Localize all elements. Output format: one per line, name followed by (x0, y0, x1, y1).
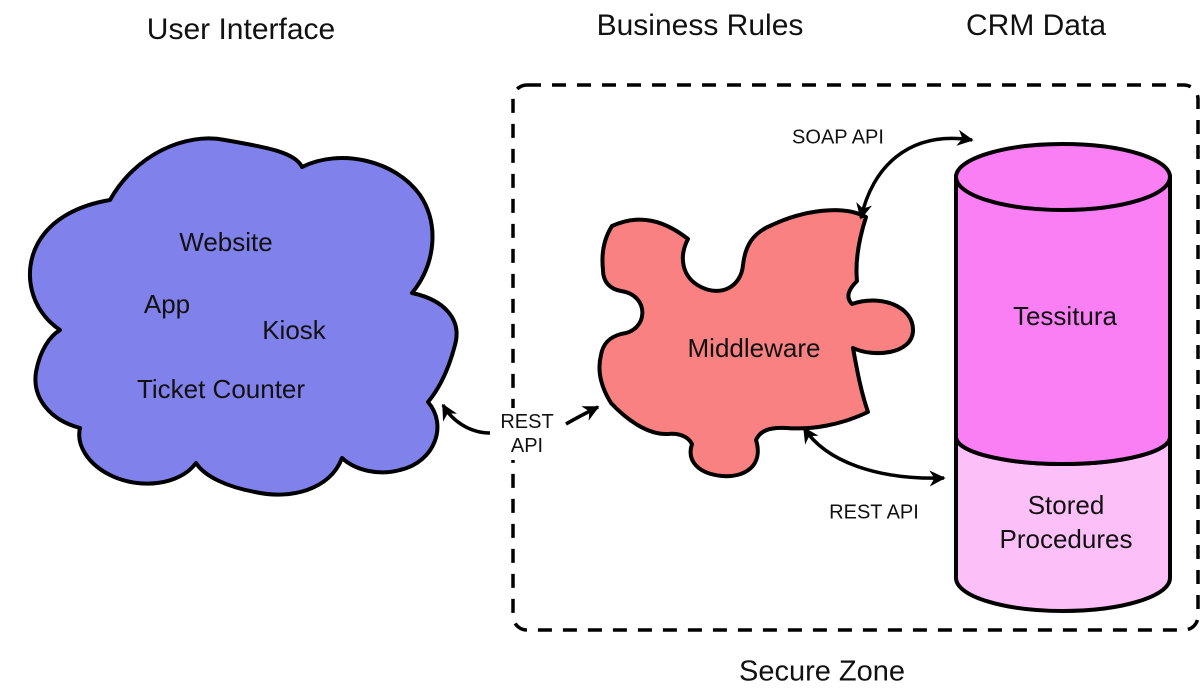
user-interface-header: User Interface (146, 12, 336, 46)
cloud-item-app: App (143, 289, 191, 320)
rest-api-cloud-label-line2: API (510, 435, 544, 457)
soap-api-label: SOAP API (792, 126, 884, 149)
rest-api-cloud-label-line1: REST (500, 411, 554, 433)
user-interface-cloud-shape (27, 136, 459, 497)
crm-data-header: CRM Data (965, 8, 1107, 42)
cloud-item-ticket-counter: Ticket Counter (136, 374, 306, 405)
rest-api-db-label: REST API (829, 501, 919, 524)
middleware-label: Middleware (687, 333, 821, 364)
cloud-item-website: Website (179, 227, 273, 258)
rest-api-puzzle-arrow (565, 405, 600, 426)
database-bottom-label-line1: Stored (1027, 490, 1105, 520)
rest-api-cloud-label: REST API (495, 408, 559, 460)
secure-zone-label: Secure Zone (738, 655, 906, 688)
secure-zone-border (511, 83, 1200, 632)
business-rules-header: Business Rules (596, 8, 804, 42)
database-bottom-label: Stored Procedures (1000, 488, 1133, 556)
database-cylinder-top-section (954, 175, 1172, 466)
database-bottom-label-line2: Procedures (999, 524, 1133, 554)
cloud-item-kiosk: Kiosk (262, 315, 326, 346)
rest-api-cloud-arrow (441, 403, 491, 435)
rest-api-db-arrow (802, 426, 946, 487)
soap-api-arrow (856, 129, 974, 220)
middleware-puzzle-shape (597, 208, 916, 479)
database-cylinder-lid (954, 142, 1172, 212)
database-top-label: Tessitura (1012, 301, 1118, 332)
